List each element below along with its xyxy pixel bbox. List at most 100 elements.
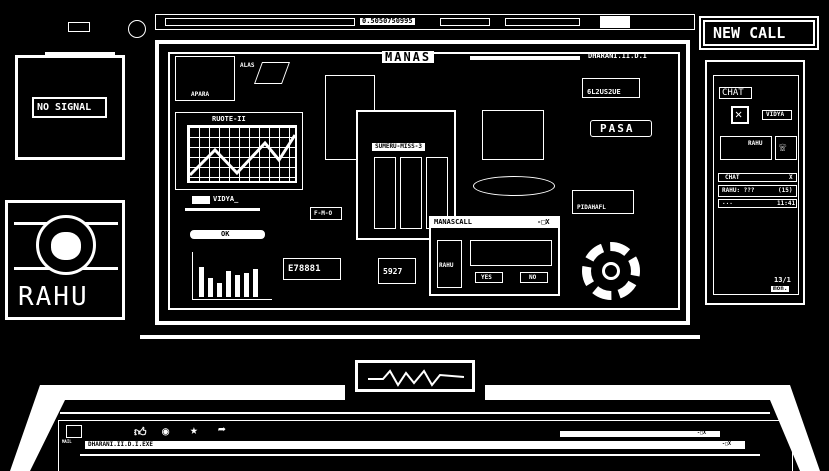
apara-box: APARA [175, 56, 235, 101]
heartbeat-icon [368, 369, 464, 387]
screen-title: MANAS [382, 51, 435, 63]
chat-message-1[interactable]: RAHU: ??? (15) [718, 185, 797, 197]
rahu-face [51, 232, 81, 260]
sumeru-title: SUMERU-MISS-3 [372, 143, 425, 151]
code-box: 6L2US2UE [582, 78, 640, 98]
vidya-field-block [192, 196, 210, 204]
profile-card-1[interactable] [374, 157, 396, 229]
rahu-avatar [36, 215, 96, 275]
no-label: NO [529, 274, 537, 281]
pasa-box[interactable]: PASA [590, 120, 652, 137]
new-call-button[interactable]: NEW CALL [699, 16, 819, 50]
rahu-contact-name: RAHU [748, 140, 763, 147]
ruote-chart-panel [175, 112, 303, 190]
message-from: ... [722, 199, 733, 206]
chat-header-box: CHAT [719, 87, 752, 99]
rahu-name: RAHU [18, 282, 89, 312]
chat-close[interactable]: X [789, 174, 793, 181]
ship-viewer [482, 110, 544, 160]
title-underline [470, 56, 580, 60]
monitor-top-strip [45, 52, 115, 57]
chat-date: 13/1 [774, 276, 791, 284]
coin-icon[interactable]: ◉ [162, 424, 170, 438]
caller-card: RAHU [437, 240, 462, 288]
ring-dial[interactable] [582, 242, 640, 300]
rahu-profile-panel[interactable] [5, 200, 125, 320]
main-monitor-frame [155, 40, 690, 325]
alas-label: ALAS [240, 62, 255, 69]
camera-icon [128, 20, 146, 38]
bottom-window[interactable] [58, 420, 793, 471]
code-text: 6L2US2UE [587, 88, 621, 96]
pidahafl-box: PIDAHAFL [572, 190, 634, 214]
phone-icon: ☏ [779, 140, 787, 154]
sub-window-controls[interactable]: -□X [697, 430, 707, 436]
bottom-divider [80, 454, 760, 456]
orbit-ellipse [473, 176, 555, 196]
mail-icon[interactable] [66, 425, 82, 438]
chat-day: mon. [771, 285, 790, 292]
chat-header: CHAT [722, 88, 744, 98]
chat-title: CHAT [725, 174, 740, 181]
ok-label: OK [221, 230, 230, 238]
top-status-bar [155, 14, 695, 30]
counter-a: E78881 [288, 264, 321, 274]
fmo-box: F-M-O [310, 207, 342, 220]
pasa-label: PASA [600, 122, 635, 135]
message-time: 11:41 [777, 200, 796, 207]
pidahafl-label: PIDAHAFL [577, 204, 606, 211]
path-text: DHARANI.II.D.I.EXE [88, 441, 154, 448]
waveform-icon [68, 22, 90, 32]
host-label: DHARANI.II.D.I [588, 52, 648, 60]
chat-message-2[interactable]: ... 11:41 [718, 199, 797, 208]
top-block [600, 16, 630, 28]
top-slider[interactable] [440, 18, 490, 26]
bar-chart [192, 252, 272, 300]
yes-label: YES [481, 274, 492, 281]
heartbeat-bezel [355, 360, 475, 392]
manascall-titlebar [431, 218, 558, 228]
no-signal-text: NO SIGNAL [37, 102, 92, 113]
counter-b: 5927 [383, 267, 403, 276]
call-icons-panel [470, 240, 552, 266]
chat-titlebar: CHAT X [718, 173, 797, 182]
like-icon[interactable]: 👍︎ [134, 425, 147, 439]
new-call-label: NEW CALL [713, 24, 786, 42]
top-readout: 0.5050750995 [360, 17, 415, 25]
x-icon: ✕ [735, 107, 743, 121]
path-controls[interactable]: -□X [722, 441, 732, 447]
message-count: (15) [778, 187, 793, 194]
yes-button[interactable]: YES [475, 272, 503, 283]
no-button[interactable]: NO [520, 272, 548, 283]
mail-label: MAIL [62, 439, 72, 444]
sub-window-bar [560, 431, 720, 437]
profile-card-2[interactable] [400, 157, 422, 229]
sumeru-window[interactable] [356, 110, 456, 240]
counter-b-box: 5927 [378, 258, 416, 284]
path-bar [85, 441, 745, 449]
top-meter [505, 18, 580, 26]
desk-strip [140, 335, 700, 339]
vidya-avatar-empty[interactable]: ✕ [731, 106, 749, 124]
no-signal-label-box: NO SIGNAL [32, 97, 107, 118]
star-icon[interactable]: ★ [190, 423, 198, 438]
apara-label: APARA [191, 91, 210, 98]
ruote-chart-title: RUOTE-II [212, 115, 246, 123]
vidya-field[interactable]: VIDYA_ [213, 195, 239, 203]
manascall-controls[interactable]: -□X [537, 218, 550, 226]
share-icon[interactable]: ➦ [218, 423, 226, 438]
chat-device [705, 60, 805, 305]
vidya-contact-name: VIDYA [766, 111, 785, 118]
chat-device-screen [713, 75, 799, 295]
message-from: RAHU: ??? [722, 187, 755, 194]
caller-name: RAHU [439, 262, 454, 269]
rahu-contact[interactable]: RAHU [720, 136, 772, 160]
ok-button[interactable]: OK [190, 230, 265, 239]
call-phone-button[interactable]: ☏ [775, 136, 797, 160]
counter-a-box: E78881 [283, 258, 341, 280]
vidya-contact[interactable]: VIDYA [762, 110, 792, 120]
manascall-title: MANASCALL [434, 218, 472, 226]
bottom-monitor-frame [10, 385, 820, 471]
progress-bar [185, 208, 260, 211]
ruote-chart-grid [187, 125, 297, 183]
